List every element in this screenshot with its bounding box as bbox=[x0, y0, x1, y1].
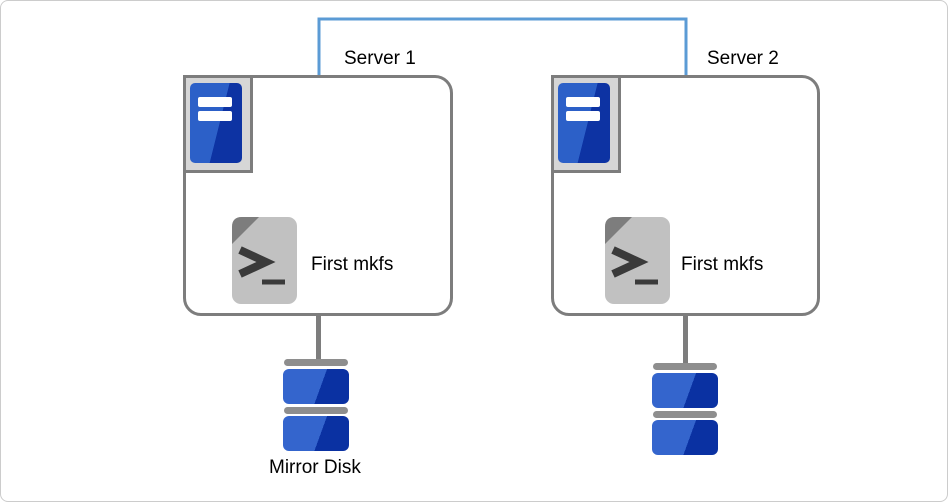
prompt-chevron bbox=[611, 246, 649, 278]
disk-segment bbox=[283, 416, 349, 451]
prompt-chevron bbox=[238, 246, 276, 278]
disk-segment bbox=[283, 369, 349, 404]
server-icon-panel bbox=[558, 83, 610, 163]
disk-platter-bar bbox=[284, 407, 348, 414]
mirror-disk-label: Mirror Disk bbox=[269, 457, 361, 478]
server2-label: Server 2 bbox=[707, 48, 779, 69]
server-icon-slot bbox=[198, 97, 232, 107]
disk-segment bbox=[652, 420, 718, 455]
server2-box: First mkfs bbox=[551, 75, 820, 316]
terminal-script-icon bbox=[232, 217, 297, 304]
terminal-script-icon bbox=[605, 217, 670, 304]
server-interconnect-line bbox=[317, 17, 688, 77]
server-icon bbox=[551, 75, 621, 173]
server2-script-label: First mkfs bbox=[681, 254, 764, 275]
server-icon-slot bbox=[566, 97, 600, 107]
disk-platter-bar bbox=[284, 359, 348, 366]
server1-box: First mkfs bbox=[183, 75, 453, 316]
disk-platter-bar bbox=[653, 363, 717, 370]
server-icon-panel bbox=[190, 83, 242, 163]
server1-script-label: First mkfs bbox=[311, 254, 394, 275]
disk-segment bbox=[652, 373, 718, 408]
server1-mirror-disk-icon bbox=[283, 359, 349, 451]
server1-label: Server 1 bbox=[344, 48, 416, 69]
folded-corner bbox=[232, 217, 259, 244]
disk-platter-bar bbox=[653, 411, 717, 418]
server2-mirror-disk-icon bbox=[652, 363, 718, 455]
folded-corner bbox=[605, 217, 632, 244]
server-icon bbox=[183, 75, 253, 173]
server-icon-slot bbox=[566, 111, 600, 121]
server-icon-slot bbox=[198, 111, 232, 121]
